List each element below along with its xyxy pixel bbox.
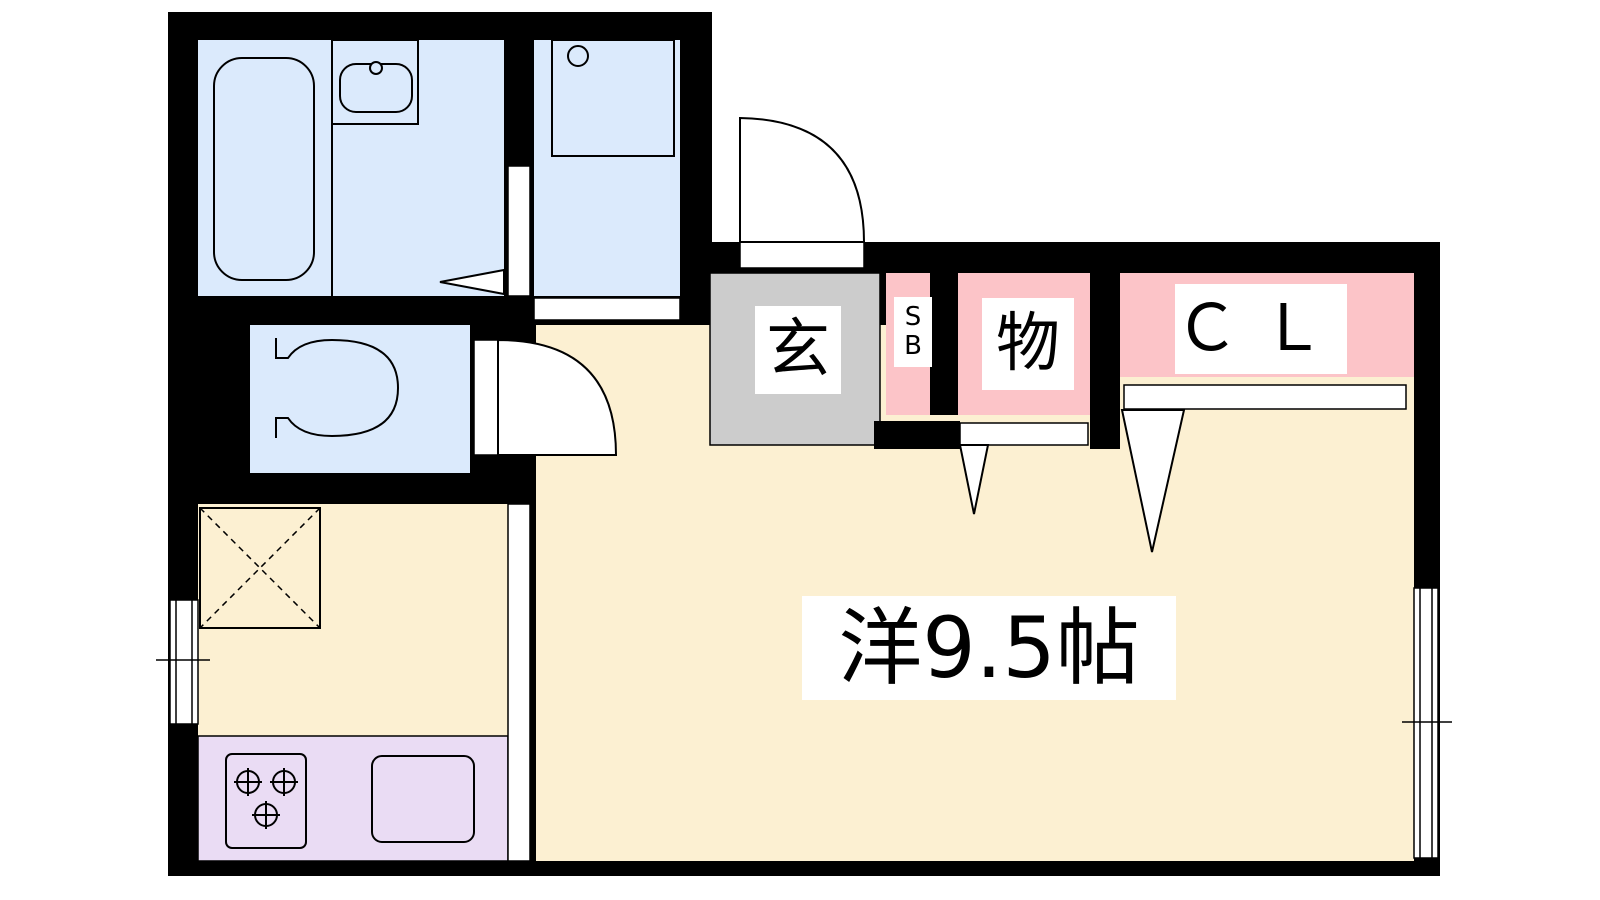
- western-room-label: 洋9.5帖: [802, 596, 1176, 700]
- kitchen-sink: [371, 755, 475, 843]
- drain: [567, 45, 589, 67]
- washroom-entry-door: [533, 297, 681, 321]
- faucet: [369, 61, 383, 75]
- toilet-door-jamb: [473, 339, 499, 456]
- burner-icon: [234, 768, 298, 829]
- closet-label: ＣＬ: [1175, 284, 1347, 374]
- kitchen-sliding-door: [507, 503, 531, 862]
- partition-wall: [874, 421, 960, 449]
- entrance-label: 玄: [755, 306, 841, 394]
- storage-label: 物: [982, 298, 1074, 390]
- partition-wall: [1090, 273, 1120, 449]
- entrance-door-swing: [739, 116, 866, 243]
- closet-door-indicator: [1120, 409, 1186, 553]
- left-window: [156, 599, 210, 725]
- partition-wall: [930, 273, 958, 415]
- closet-door-track: [1123, 384, 1407, 410]
- washroom-sliding-door: [507, 165, 531, 297]
- right-window: [1402, 587, 1452, 859]
- shoe-box-label-s: S: [904, 302, 922, 333]
- shoe-box-label-b: B: [904, 331, 922, 361]
- shoe-box-label: S B: [894, 297, 932, 367]
- bathroom-door: [439, 268, 505, 296]
- bathtub: [213, 57, 315, 281]
- storage-door: [959, 422, 1089, 446]
- toilet-door-swing: [497, 338, 618, 456]
- entrance-door-jamb: [739, 241, 865, 269]
- refrigerator-space: [199, 507, 321, 629]
- toilet-bowl: [275, 338, 400, 438]
- storage-door-indicator: [958, 444, 990, 515]
